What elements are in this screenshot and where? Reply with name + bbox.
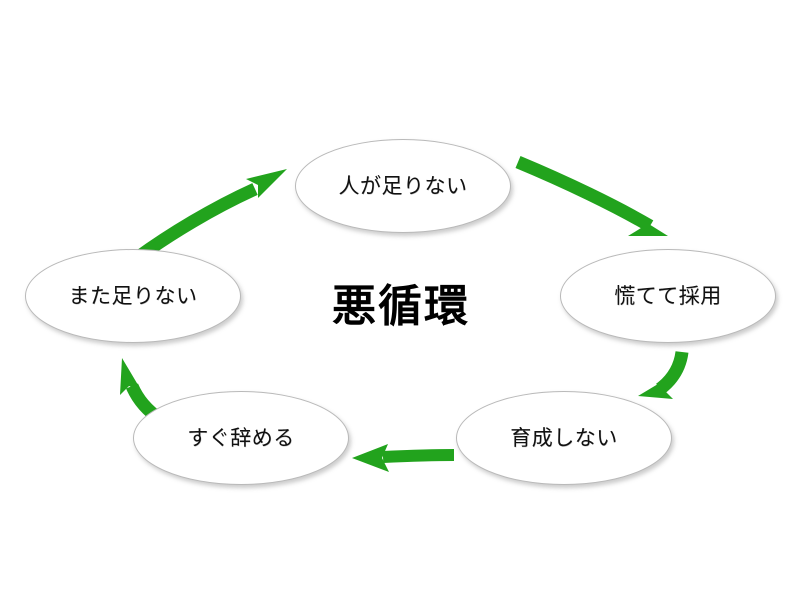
center-title-text: 悪循環 xyxy=(332,282,470,331)
arrow-left-to-top xyxy=(133,169,287,264)
node-left[interactable]: また足りない xyxy=(25,249,241,343)
node-right-label: 慌てて採用 xyxy=(614,283,722,308)
node-bottom-right[interactable]: 育成しない xyxy=(456,391,672,485)
center-title: 悪循環 xyxy=(301,277,501,337)
arrow-bottom-right-to-bottom-left xyxy=(352,444,455,472)
node-top[interactable]: 人が足りない xyxy=(295,139,511,233)
node-bottom-left[interactable]: すぐ辞める xyxy=(133,391,349,485)
node-left-label: また足りない xyxy=(68,283,198,308)
node-top-label: 人が足りない xyxy=(338,173,468,198)
arrow-top-to-right xyxy=(515,156,668,236)
arrow-right-to-bottom-right xyxy=(638,350,689,399)
node-bottom-left-label: すぐ辞める xyxy=(187,425,295,450)
node-right[interactable]: 慌てて採用 xyxy=(560,249,776,343)
node-bottom-right-label: 育成しない xyxy=(510,425,618,450)
